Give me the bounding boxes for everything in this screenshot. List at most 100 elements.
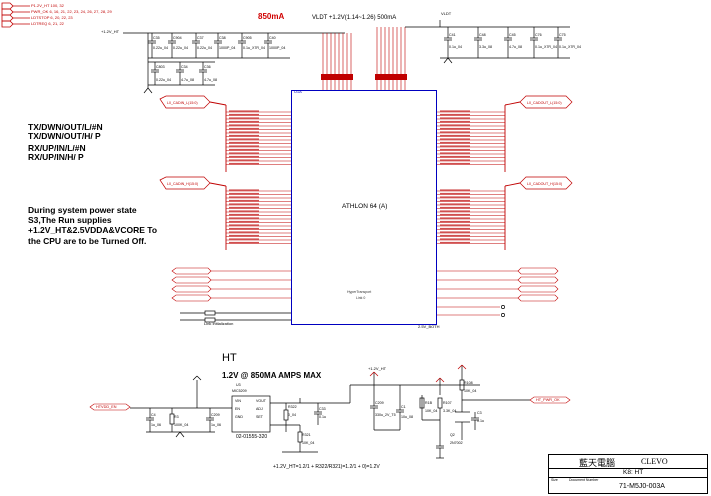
svg-text:R322: R322 xyxy=(288,405,297,409)
svg-text:0.1u: 0.1u xyxy=(477,419,484,423)
pin-label-mark xyxy=(440,238,470,240)
left-pin-lines xyxy=(226,110,291,244)
cpu-link0: Link 0 xyxy=(356,296,366,300)
svg-text:L0_CADIN_H(15:0): L0_CADIN_H(15:0) xyxy=(167,182,198,186)
note-tx-n: TX/DWN/OUT/L/#N xyxy=(28,122,103,132)
svg-text:C34: C34 xyxy=(181,65,188,69)
svg-text:10K_04: 10K_04 xyxy=(425,409,437,413)
pin-label-mark xyxy=(229,203,259,205)
pin-label-mark xyxy=(229,141,259,144)
pin-label-mark xyxy=(229,145,259,147)
control-ports-left xyxy=(171,267,212,302)
svg-text:C36: C36 xyxy=(204,65,211,69)
svg-text:2N7002: 2N7002 xyxy=(450,441,463,445)
htvdd-en-port: HTVDD_EN xyxy=(96,405,117,409)
svg-text:R1B: R1B xyxy=(425,401,433,405)
pin-label-mark xyxy=(440,206,470,209)
company-name-cn: 藍天電腦 xyxy=(579,459,616,469)
svg-text:0_04: 0_04 xyxy=(288,413,296,417)
ht-spec: 1.2V @ 850MA AMPS MAX xyxy=(222,371,322,380)
svg-text:1u_06: 1u_06 xyxy=(211,423,221,427)
ht-section-title: HT xyxy=(222,352,237,364)
pin-label-mark xyxy=(440,152,470,154)
pin-label-mark xyxy=(440,224,470,226)
pin-label-mark xyxy=(440,155,470,158)
bus-port-text: L0_CADIN_L(15:0) L0_CADIN_H(15:0) L0_CAD… xyxy=(167,101,562,186)
pin-label-mark xyxy=(440,203,470,205)
pin-label-mark xyxy=(229,127,259,130)
svg-text:0.1u_X7R_04: 0.1u_X7R_04 xyxy=(559,45,581,49)
pin-label-mark xyxy=(440,217,470,219)
svg-text:0.1u_X7R_04: 0.1u_X7R_04 xyxy=(535,45,557,49)
pin-label-mark xyxy=(440,138,470,140)
reg-part-number: 02-01555-320 xyxy=(236,434,268,440)
pin-label-mark xyxy=(229,120,259,123)
svg-text:0.22u_04: 0.22u_04 xyxy=(153,46,168,50)
pin-label-mark xyxy=(229,227,259,230)
svg-text:GND: GND xyxy=(235,415,243,419)
bus-ports xyxy=(159,95,573,190)
pin-label-mark xyxy=(229,138,259,140)
pin-label-mark xyxy=(440,234,470,237)
pin-label-mark xyxy=(440,162,470,165)
top-decoupling-right xyxy=(439,20,570,64)
pin-label-mark xyxy=(229,131,259,133)
pin-label-mark xyxy=(440,231,470,233)
svg-text:L0_CADIN_L(15:0): L0_CADIN_L(15:0) xyxy=(167,101,198,105)
ht-pwr-ok-port: HT_PWR_OK xyxy=(536,398,560,402)
top-decoupling-left xyxy=(123,32,345,94)
svg-text:C4: C4 xyxy=(151,413,156,417)
svg-text:330u_2V_T5: 330u_2V_T5 xyxy=(375,413,396,417)
pin-label-mark xyxy=(229,113,259,116)
pin-label-mark xyxy=(229,199,259,202)
ht-power-arrows xyxy=(369,364,467,383)
pin-label-mark xyxy=(229,152,259,154)
svg-text:C37: C37 xyxy=(197,36,204,40)
svg-text:C40: C40 xyxy=(269,36,276,40)
pin-label-mark xyxy=(440,159,470,161)
cpu-bottom-net: 2.5V_BOTH xyxy=(418,324,440,329)
svg-text:L0_CADOUT_L(15:0): L0_CADOUT_L(15:0) xyxy=(527,101,562,105)
control-ports-right xyxy=(517,267,559,302)
pin-label-mark xyxy=(440,127,470,130)
link-init-label: Link Initialization xyxy=(204,321,234,326)
svg-text:0.1u_X7R_04: 0.1u_X7R_04 xyxy=(243,46,265,50)
pin-label-mark xyxy=(440,227,470,230)
ctl-resistors xyxy=(180,305,505,323)
note-power-line-3: +1.2V_HT&2.5VDDA&VCORE To xyxy=(28,225,158,235)
svg-text:3.3K_04: 3.3K_04 xyxy=(443,409,456,413)
vldt-label: VLDT +1.2V(1.14~1.26) 500mA xyxy=(312,15,397,21)
svg-text:ADJ: ADJ xyxy=(256,407,263,411)
pin-label-mark xyxy=(440,199,470,202)
doc-number: 71-M5J0-003A xyxy=(619,483,665,490)
sheet-name: K8: HT xyxy=(623,469,644,476)
svg-text:C904: C904 xyxy=(173,36,182,40)
control-wires xyxy=(211,270,518,316)
note-tx-p: TX/DWN/OUT/H/ P xyxy=(28,131,101,141)
svg-text:10K_04: 10K_04 xyxy=(302,441,314,445)
ht-rail-bottom: +1.2V_HT xyxy=(368,366,387,371)
pin-label-mark xyxy=(440,110,470,112)
svg-text:EN: EN xyxy=(235,407,240,411)
ht-grounds xyxy=(282,429,444,459)
pin-label-mark xyxy=(229,213,259,216)
svg-text:R107: R107 xyxy=(443,401,452,405)
pin-label-mark xyxy=(440,120,470,123)
svg-text:Q2: Q2 xyxy=(450,433,455,437)
pin-label-mark xyxy=(440,213,470,216)
svg-text:MIC5209: MIC5209 xyxy=(232,389,247,393)
svg-text:LDTREQ 6, 21, 22: LDTREQ 6, 21, 22 xyxy=(31,21,65,26)
vldt-net-label: VLDT xyxy=(441,11,452,16)
pin-label-mark xyxy=(229,241,259,244)
pin-label-mark xyxy=(440,134,470,137)
pin-label-mark xyxy=(440,117,470,119)
svg-text:P1.2V_HT 100, 32: P1.2V_HT 100, 32 xyxy=(31,3,65,8)
right-bus xyxy=(504,101,521,250)
company-name-en: CLEVO xyxy=(641,457,668,466)
pin-label-mark xyxy=(440,145,470,147)
svg-text:C75: C75 xyxy=(559,33,566,37)
svg-text:R3: R3 xyxy=(174,415,179,419)
chip-top-pins xyxy=(322,27,406,90)
svg-text:R108: R108 xyxy=(464,381,473,385)
